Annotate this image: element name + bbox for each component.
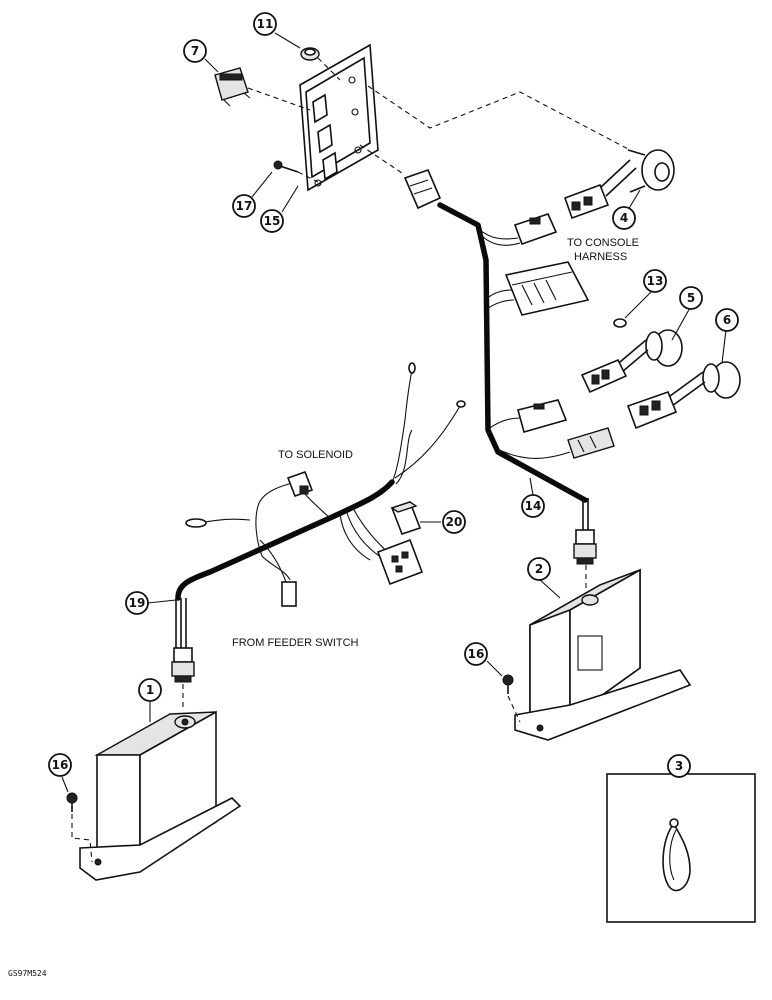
svg-text:4: 4 — [620, 211, 628, 225]
svg-text:7: 7 — [191, 44, 199, 58]
callout-20: 20 — [442, 510, 466, 534]
rocker-switch — [214, 67, 251, 107]
svg-text:6: 6 — [723, 313, 731, 327]
callout-4: 4 — [612, 206, 636, 230]
key-switch — [563, 149, 675, 220]
callout-16-right: 16 — [464, 642, 488, 666]
callout-11: 11 — [253, 12, 277, 36]
svg-text:11: 11 — [257, 17, 274, 31]
svg-text:17: 17 — [236, 199, 253, 213]
switch-6 — [626, 361, 741, 430]
control-module-1 — [79, 710, 242, 881]
screw-right — [502, 674, 514, 694]
svg-text:5: 5 — [687, 291, 695, 305]
callout-2: 2 — [527, 557, 551, 581]
svg-text:20: 20 — [446, 515, 463, 529]
callout-6: 6 — [715, 308, 739, 332]
svg-text:19: 19 — [129, 596, 146, 610]
main-harness — [403, 168, 588, 503]
svg-text:3: 3 — [675, 759, 683, 773]
callout-1: 1 — [138, 678, 162, 702]
callout-3: 3 — [667, 754, 691, 778]
callout-19: 19 — [125, 591, 149, 615]
inset-strap-box — [606, 773, 756, 923]
switch-panel — [299, 43, 379, 192]
svg-text:1: 1 — [146, 683, 154, 697]
leader-lines — [61, 32, 727, 793]
svg-text:16: 16 — [468, 647, 485, 661]
callout-15: 15 — [260, 209, 284, 233]
svg-text:15: 15 — [264, 214, 281, 228]
drawing-code: GS97M524 — [8, 969, 47, 978]
callout-7: 7 — [183, 39, 207, 63]
feeder-harness — [175, 362, 466, 650]
callout-13: 13 — [643, 269, 667, 293]
svg-text:14: 14 — [525, 499, 542, 513]
washer — [613, 318, 627, 328]
connector-small — [513, 213, 558, 246]
connector-lower — [517, 399, 568, 433]
connector-lower-2 — [567, 427, 615, 459]
control-module-2 — [514, 568, 692, 741]
nut — [300, 47, 320, 61]
connector-large — [504, 261, 590, 316]
module-1-plug — [171, 647, 195, 683]
module-2-plug — [573, 498, 597, 565]
callout-5: 5 — [679, 286, 703, 310]
svg-text:16: 16 — [52, 758, 69, 772]
screw-left — [66, 792, 78, 812]
switch-5 — [580, 329, 683, 394]
label-to-console-2: HARNESS — [574, 251, 627, 263]
label-to-solenoid: TO SOLENOID — [278, 449, 353, 461]
label-to-console-1: TO CONSOLE — [567, 237, 639, 249]
callout-17: 17 — [232, 194, 256, 218]
label-from-feeder-switch: FROM FEEDER SWITCH — [232, 637, 359, 649]
screw — [273, 160, 299, 173]
callout-14: 14 — [521, 494, 545, 518]
callout-16-left: 16 — [48, 753, 72, 777]
svg-text:13: 13 — [647, 274, 664, 288]
svg-text:2: 2 — [535, 562, 543, 576]
